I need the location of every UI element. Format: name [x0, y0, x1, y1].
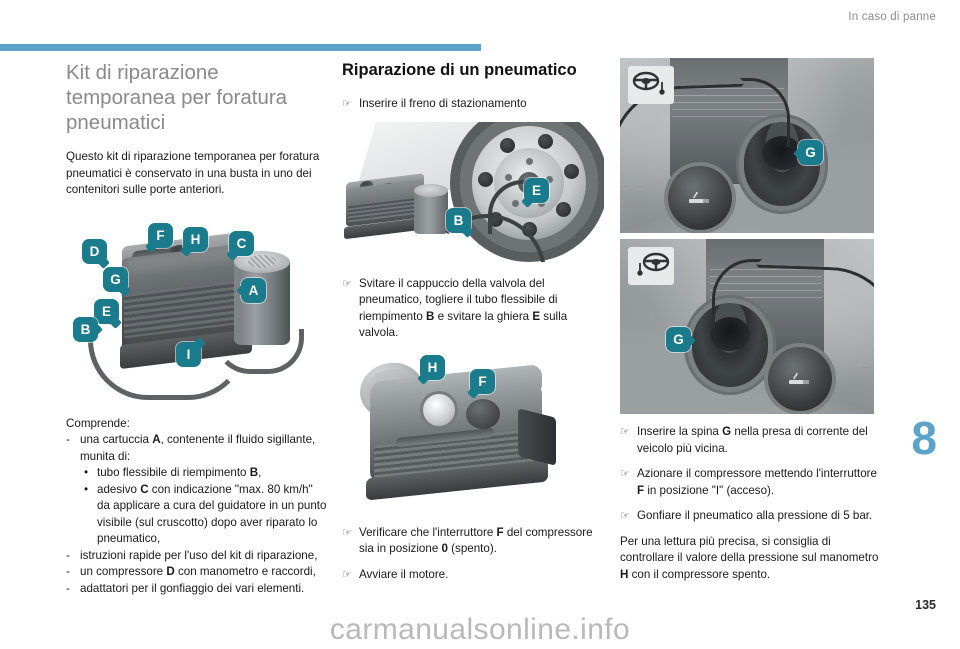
step-check-switch-text: Verificare che l'interruttore F del comp… [359, 525, 593, 556]
badge-E: E [94, 298, 119, 324]
sealant-cartridge-cap [414, 183, 448, 197]
cigarette-lighter-rhd[interactable] [768, 347, 832, 411]
right-column: G [620, 58, 882, 593]
pointing-hand-icon: ☞ [620, 468, 630, 480]
badge-F-compressor: F [470, 368, 495, 394]
wheel-bolt-1 [526, 157, 533, 165]
compressor-connected-to-wheel-illustration: B E [342, 121, 604, 262]
steering-wheel-left-icon [628, 66, 674, 104]
pointing-hand-icon: ☞ [620, 426, 630, 438]
filling-hose-segment-2 [488, 179, 558, 234]
kit-hose-return [214, 328, 304, 374]
wheel-vent-6 [478, 171, 493, 187]
badge-H: H [183, 226, 208, 252]
running-header-title: In caso di panne [848, 11, 936, 23]
step-start-compressor-text: Azionare il compressore mettendo l'inter… [637, 467, 877, 497]
list-dash-marker: - [66, 581, 70, 595]
list-dash-marker: - [66, 433, 70, 446]
list-dash-marker: - [66, 548, 70, 562]
pointing-hand-icon: ☞ [342, 277, 352, 290]
tyre-repair-kit-illustration: D F H C G A E B I [66, 217, 328, 402]
cigarette-icon [789, 372, 809, 384]
badge-D: D [82, 238, 107, 264]
step-handbrake: ☞ Inserire il freno di stazionamento [342, 96, 604, 113]
step-unscrew-valve: ☞ Svitare il cappuccio della valvola del… [342, 276, 604, 342]
list-bullet-marker: • [84, 466, 89, 479]
cigarette-icon [689, 191, 709, 203]
step-check-switch: ☞ Verificare che l'interruttore F del co… [342, 525, 604, 558]
middle-column: Riparazione di un pneumatico ☞ Inserire … [342, 60, 604, 592]
pointing-hand-icon: ☞ [342, 568, 352, 581]
wheel-vent-2 [564, 163, 579, 179]
compressor-closeup-illustration: H F [342, 351, 604, 511]
kit-contents-item-text: istruzioni rapide per l'uso del kit di r… [80, 548, 318, 562]
contents-label: Comprende: [66, 416, 130, 430]
list-bullet-marker: • [84, 482, 89, 496]
pressure-gauge-dial [420, 390, 458, 429]
step-inflate-tyre: ☞ Gonfiare il pneumatico alla pressione … [620, 508, 882, 525]
badge-G-lhd: G [798, 140, 823, 165]
site-watermark: carmanualsonline.info [329, 613, 631, 646]
kit-contents-item-text: un compressore D con manometro e raccord… [80, 565, 316, 578]
step-insert-plug-text: Inserire la spina G nella presa di corre… [637, 425, 868, 455]
step-start-engine: ☞ Avviare il motore. [342, 567, 604, 584]
power-socket-left-hand-drive-photo: G [620, 58, 874, 233]
list-dash-marker: - [66, 565, 70, 578]
power-switch-knob[interactable] [466, 398, 500, 429]
badge-C: C [229, 230, 254, 256]
section-title-tyre-repair: Riparazione di un pneumatico [342, 61, 577, 79]
badge-H-compressor: H [420, 354, 445, 380]
wheel-vent-7 [500, 137, 515, 153]
intro-paragraph: Questo kit di riparazione temporanea per… [66, 150, 320, 196]
kit-contents-list: Comprende: -una cartuccia A, contenente … [66, 416, 328, 598]
left-column: Kit di riparazione temporanea per foratu… [66, 60, 328, 597]
pressure-reading-note: Per una lettura più precisa, si consigli… [620, 534, 879, 581]
kit-contents-item: -istruzioni rapide per l'uso del kit di … [66, 548, 328, 565]
header-accent-rule [0, 44, 481, 51]
compressor-side-recess [518, 407, 556, 466]
step-start-engine-text: Avviare il motore. [359, 567, 449, 581]
right-column-steps: ☞ Inserire la spina G nella presa di cor… [620, 424, 882, 583]
power-socket-right-hand-drive-photo: G [620, 239, 874, 414]
pointing-hand-icon: ☞ [342, 98, 352, 110]
badge-G-rhd: G [666, 327, 691, 352]
pointing-hand-icon: ☞ [342, 526, 352, 539]
badge-B: B [73, 316, 98, 342]
badge-B-wheel: B [446, 207, 471, 233]
cigarette-lighter-lhd[interactable] [668, 166, 732, 230]
kit-contents-subitem-text: adesivo C con indicazione "max. 80 km/h"… [97, 482, 327, 546]
badge-F: F [148, 222, 173, 248]
kit-contents-item-text: una cartuccia A, contenente il fluido si… [80, 433, 316, 463]
badge-E-wheel: E [524, 177, 549, 203]
section-title-repair-kit: Kit di riparazione temporanea per foratu… [66, 61, 288, 134]
kit-contents-item: -un compressore D con manometro e raccor… [66, 564, 328, 581]
steering-wheel-right-icon [628, 247, 674, 285]
wheel-vent-1 [538, 133, 553, 149]
kit-contents-item: -una cartuccia A, contenente il fluido s… [66, 432, 328, 465]
badge-I: I [176, 341, 201, 367]
step-insert-plug: ☞ Inserire la spina G nella presa di cor… [620, 424, 882, 457]
chapter-number-tab: 8 [911, 412, 937, 464]
badge-A: A [241, 277, 266, 303]
page-number: 135 [915, 598, 936, 612]
step-unscrew-valve-text: Svitare il cappuccio della valvola del p… [359, 276, 568, 340]
kit-contents-item: -adattatori per il gonfiaggio dei vari e… [66, 581, 328, 598]
compressor-unit [344, 172, 448, 239]
wheel-vent-3 [556, 201, 571, 217]
step-inflate-tyre-text: Gonfiare il pneumatico alla pressione di… [637, 509, 873, 522]
kit-contents-subitem-text: tubo flessibile di riempimento B, [97, 466, 262, 479]
wheel-bolt-5 [505, 173, 512, 181]
pointing-hand-icon: ☞ [620, 510, 630, 522]
kit-cartridge-label [248, 254, 276, 268]
kit-contents-subitem: • tubo flessibile di riempimento B, [84, 465, 328, 482]
kit-contents-item-text: adattatori per il gonfiaggio dei vari el… [80, 581, 305, 595]
kit-contents-subitem: • adesivo C con indicazione "max. 80 km/h… [84, 482, 328, 548]
step-handbrake-text: Inserire il freno di stazionamento [359, 97, 527, 110]
wheel-bolt-2 [546, 175, 553, 183]
badge-G: G [103, 266, 128, 292]
step-start-compressor: ☞ Azionare il compressore mettendo l'int… [620, 466, 882, 499]
